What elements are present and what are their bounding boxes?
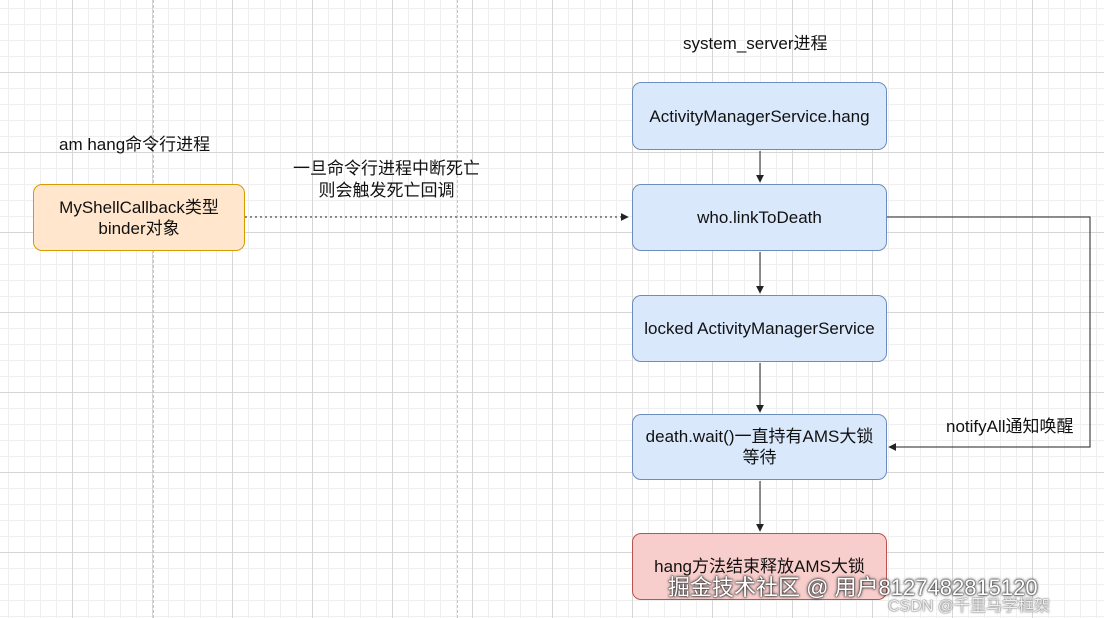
ams-hang-node[interactable]: ActivityManagerService.hang: [632, 82, 887, 150]
locked-ams-node[interactable]: locked ActivityManagerService: [632, 295, 887, 362]
link-to-death-node-label: who.linkToDeath: [697, 208, 822, 227]
juejin-watermark: 掘金技术社区 @ 用户8127482815120: [668, 575, 1038, 600]
swimlane-divider-left: [153, 0, 154, 618]
system-server-process-label: system_server进程: [683, 34, 828, 53]
swimlane-divider-right: [457, 0, 458, 618]
hang-release-node-label: hang方法结束释放AMS大锁: [654, 557, 865, 576]
shell-callback-node[interactable]: MyShellCallback类型 binder对象: [33, 184, 245, 251]
death-callback-line-1: 一旦命令行进程中断死亡: [293, 159, 480, 178]
death-wait-node-line-2: 等待: [742, 448, 777, 467]
hang-release-node[interactable]: hang方法结束释放AMS大锁: [632, 533, 887, 600]
shell-callback-node-line-2: binder对象: [98, 218, 180, 238]
notify-all-label: notifyAll通知唤醒: [946, 417, 1074, 436]
csdn-watermark: CSDN @千里马学框架: [888, 598, 1051, 615]
link-to-death-node[interactable]: who.linkToDeath: [632, 184, 887, 251]
death-wait-node-line-1: death.wait()一直持有AMS大锁: [645, 427, 874, 446]
death-wait-node[interactable]: death.wait()一直持有AMS大锁 等待: [632, 414, 887, 480]
edge-link-notify-wait: [887, 216, 1091, 451]
death-callback-line-2: 则会触发死亡回调: [318, 181, 455, 200]
am-hang-process-label: am hang命令行进程: [59, 135, 211, 154]
ams-hang-node-label: ActivityManagerService.hang: [649, 106, 870, 126]
death-callback-annotation: 一旦命令行进程中断死亡 则会触发死亡回调: [293, 158, 480, 202]
locked-ams-node-label: locked ActivityManagerService: [644, 319, 875, 338]
shell-callback-node-line-1: MyShellCallback类型: [59, 197, 219, 217]
